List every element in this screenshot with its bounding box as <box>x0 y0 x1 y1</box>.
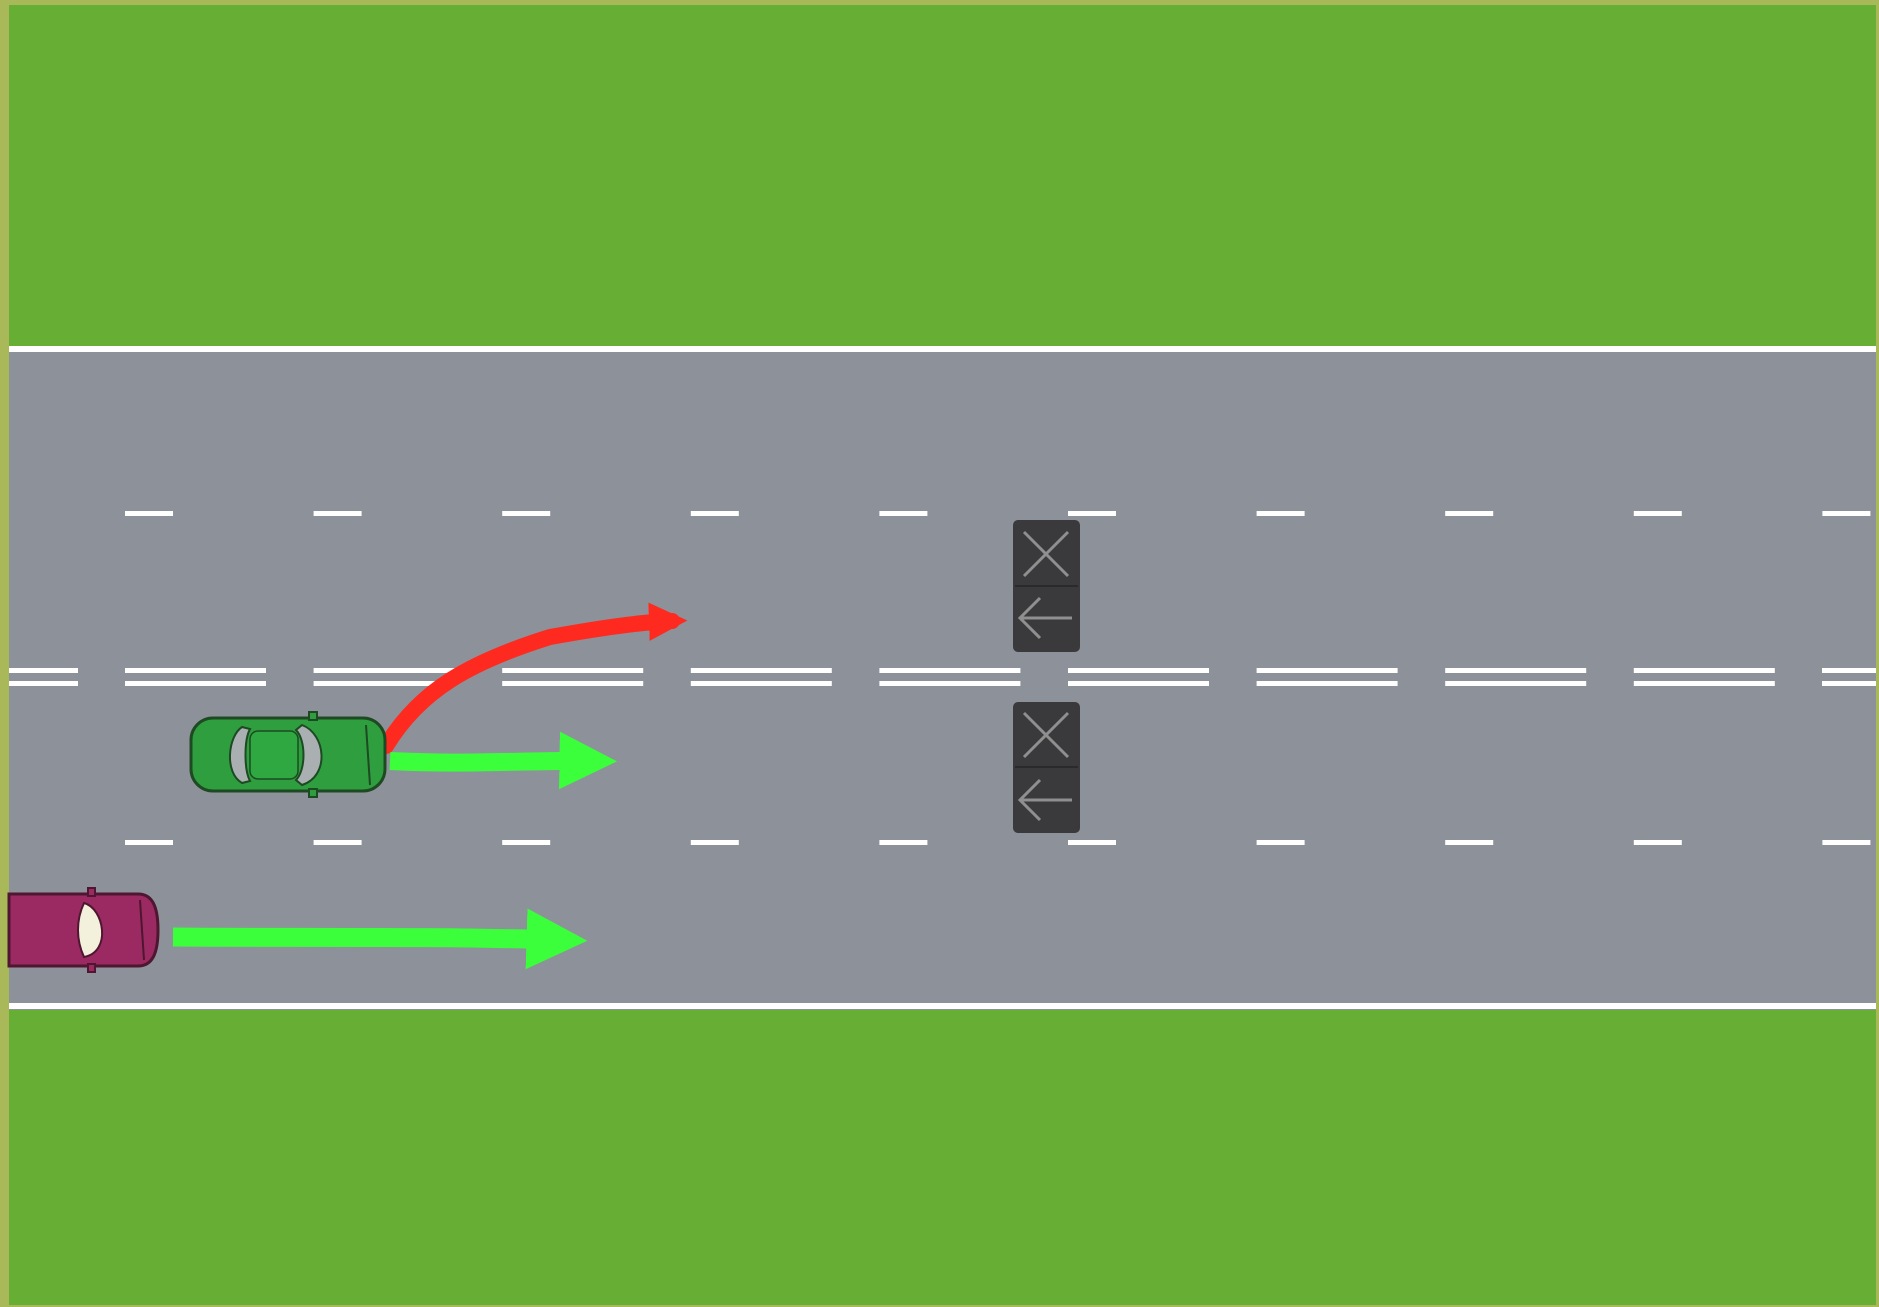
center-line-segment <box>879 668 1020 673</box>
lane-dash <box>1445 511 1493 516</box>
center-line-segment <box>502 668 643 673</box>
lane-dash <box>502 840 550 845</box>
lane-dash <box>1257 511 1305 516</box>
lane-dash <box>1634 840 1682 845</box>
green-car <box>191 712 385 797</box>
lane-dash <box>1068 840 1116 845</box>
top-edge-line <box>9 346 1876 352</box>
center-line-segment <box>1445 668 1586 673</box>
top-grass <box>9 5 1876 347</box>
center-line-segment <box>1257 668 1398 673</box>
center-line-segment <box>1822 668 1876 673</box>
center-line-segment <box>9 681 78 686</box>
center-line-segment <box>691 681 832 686</box>
center-line-segment <box>1257 681 1398 686</box>
center-line-segment <box>691 668 832 673</box>
green-car-roof <box>250 731 298 779</box>
lane-dash <box>314 840 362 845</box>
signal-upper-middle-lane <box>1013 520 1080 652</box>
lane-dash <box>125 511 173 516</box>
center-line-segment <box>1068 668 1209 673</box>
center-line-segment <box>1445 681 1586 686</box>
green-car-straight-arrow <box>390 761 594 763</box>
green-car-mirror-bottom <box>309 789 317 797</box>
lane-dash <box>125 840 173 845</box>
lane-dash <box>502 511 550 516</box>
center-line-segment <box>125 681 266 686</box>
signal-lower-middle-lane <box>1013 702 1080 833</box>
center-line-segment <box>502 681 643 686</box>
maroon-car-mirror-top <box>88 888 95 896</box>
bottom-grass <box>9 1010 1876 1305</box>
lane-dash <box>691 840 739 845</box>
lane-dash <box>1822 840 1870 845</box>
lane-dash <box>1257 840 1305 845</box>
lane-dash <box>1822 511 1870 516</box>
lane-dash <box>1068 511 1116 516</box>
center-line-segment <box>1634 668 1775 673</box>
bottom-edge-line <box>9 1003 1876 1009</box>
green-car-mirror-top <box>309 712 317 720</box>
center-line-segment <box>125 668 266 673</box>
center-line-segment <box>1068 681 1209 686</box>
center-line-segment <box>9 668 78 673</box>
lane-dash <box>1445 840 1493 845</box>
maroon-car-mirror-bottom <box>88 964 95 972</box>
lane-dash <box>879 840 927 845</box>
lane-dash <box>314 511 362 516</box>
lane-dash <box>691 511 739 516</box>
maroon-car-straight-arrow <box>173 937 563 940</box>
center-line-segment <box>1822 681 1876 686</box>
lane-dash <box>1634 511 1682 516</box>
road-surface <box>9 347 1876 1010</box>
center-line-segment <box>879 681 1020 686</box>
maroon-car <box>9 888 158 972</box>
lane-dash <box>879 511 927 516</box>
center-line-segment <box>1634 681 1775 686</box>
center-line-segment <box>314 668 455 673</box>
